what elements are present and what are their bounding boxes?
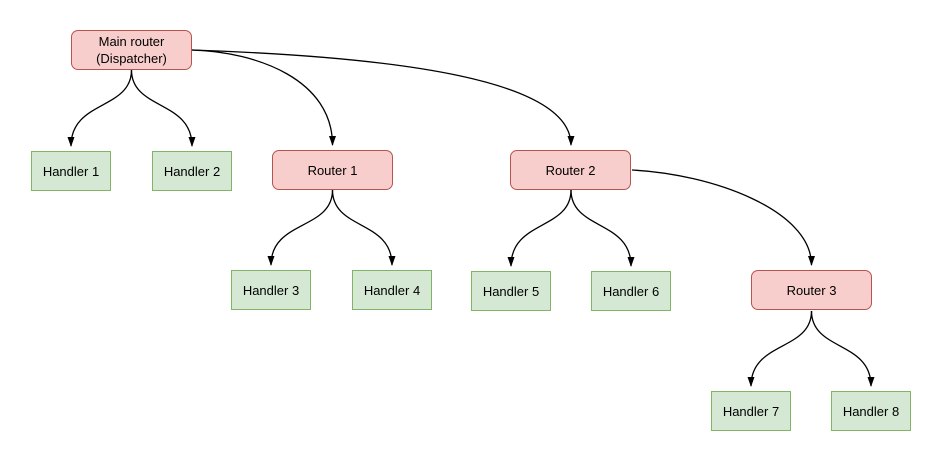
node-router-3-label: Router 3	[786, 282, 837, 298]
node-handler-2[interactable]: Handler 2	[152, 151, 232, 191]
node-router-1-label: Router 1	[307, 162, 358, 178]
node-handler-6-label: Handler 6	[602, 283, 660, 299]
node-handler-8-label: Handler 8	[842, 403, 900, 419]
node-main-router-label: Main router (Dispatcher)	[96, 34, 167, 66]
node-main-router[interactable]: Main router (Dispatcher)	[71, 30, 192, 70]
node-handler-1-label: Handler 1	[42, 163, 100, 179]
node-handler-2-label: Handler 2	[163, 163, 221, 179]
node-handler-4[interactable]: Handler 4	[352, 270, 432, 310]
node-handler-3[interactable]: Handler 3	[231, 270, 311, 310]
edge-router-2-to-handler-5	[507, 189, 572, 267]
node-router-2[interactable]: Router 2	[510, 150, 631, 190]
node-handler-6[interactable]: Handler 6	[591, 271, 671, 311]
node-handler-3-label: Handler 3	[242, 282, 300, 298]
node-handler-7-label: Handler 7	[722, 403, 780, 419]
edge-main-to-router-2	[191, 49, 575, 146]
edge-main-to-handler-2	[130, 69, 196, 147]
edge-router-1-to-handler-3	[267, 189, 334, 266]
edge-router-3-to-handler-8	[810, 310, 875, 387]
edge-main-to-router-1	[191, 49, 336, 146]
node-router-2-label: Router 2	[545, 162, 596, 178]
node-router-3[interactable]: Router 3	[751, 270, 872, 310]
edge-router-2-to-handler-6	[570, 189, 635, 267]
node-handler-7[interactable]: Handler 7	[711, 391, 791, 431]
edge-router-3-to-handler-7	[747, 310, 813, 387]
edge-main-to-handler-1	[67, 69, 133, 147]
node-handler-4-label: Handler 4	[363, 282, 421, 298]
node-handler-8[interactable]: Handler 8	[831, 391, 911, 431]
node-handler-5[interactable]: Handler 5	[471, 271, 551, 311]
node-router-1[interactable]: Router 1	[272, 150, 393, 190]
node-handler-5-label: Handler 5	[482, 283, 540, 299]
edge-router-2-to-router-3	[631, 169, 815, 266]
node-handler-1[interactable]: Handler 1	[31, 151, 111, 191]
edge-router-1-to-handler-4	[331, 189, 396, 266]
